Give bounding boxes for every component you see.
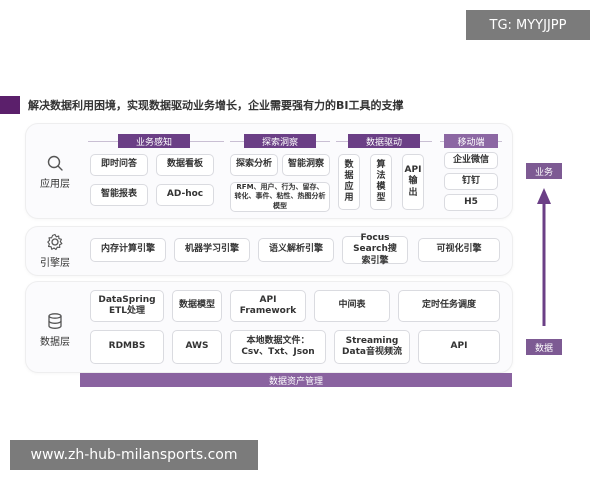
headline: 解决数据利用困境，实现数据驱动业务增长，企业需要强有力的BI工具的支撑 <box>28 99 404 112</box>
app-box-api-output: API输出 <box>402 154 424 210</box>
app-box-analysis-models: RFM、用户、行为、留存、转化、事件、粘性、热图分析模型 <box>230 182 330 212</box>
gear-icon <box>47 233 63 251</box>
data-tag: 数据 <box>526 339 562 355</box>
group-title-mobile: 移动端 <box>444 134 498 148</box>
up-arrow-icon <box>537 188 551 326</box>
data-box-rdmbs: RDMBS <box>90 330 164 364</box>
data-layer-label: 数据层 <box>26 312 84 348</box>
app-box-wechat-work: 企业微信 <box>444 152 498 169</box>
data-box-streaming: Streaming Data音视频流 <box>334 330 410 364</box>
engine-box-visualization: 可视化引擎 <box>418 238 500 262</box>
app-box-dingtalk: 钉钉 <box>444 173 498 190</box>
search-icon <box>47 155 63 171</box>
engine-box-semantic: 语义解析引擎 <box>258 238 334 262</box>
engine-box-memory: 内存计算引擎 <box>90 238 166 262</box>
business-tag: 业务 <box>526 163 562 179</box>
app-box-dashboard: 数据看板 <box>156 154 214 176</box>
group-title-data-driven: 数据驱动 <box>348 134 420 148</box>
app-box-algorithm-model: 算法模型 <box>370 154 392 210</box>
engine-layer-label: 引擎层 <box>26 233 84 269</box>
watermark-bottom: www.zh-hub-milansports.com <box>10 440 258 470</box>
data-asset-management-bar: 数据资产管理 <box>80 373 512 387</box>
data-box-api-framework: API Framework <box>230 290 306 322</box>
watermark-top: TG: MYYJJPP <box>466 10 590 40</box>
app-box-instant-qa: 即时问答 <box>90 154 148 176</box>
database-icon <box>48 313 62 329</box>
application-layer-label: 应用层 <box>26 154 84 190</box>
engine-box-focus-search: Focus Search搜索引擎 <box>342 233 408 266</box>
engine-layer: 引擎层 内存计算引擎 机器学习引擎 语义解析引擎 Focus Search搜索引… <box>26 227 512 275</box>
data-box-aws: AWS <box>172 330 222 364</box>
app-box-exploration-analysis: 探索分析 <box>230 154 278 176</box>
group-title-business-perception: 业务感知 <box>118 134 190 148</box>
data-box-data-model: 数据模型 <box>172 290 222 322</box>
data-box-api: API <box>418 330 500 364</box>
app-box-data-application: 数据应用 <box>338 154 360 210</box>
data-box-local-files: 本地数据文件：Csv、Txt、Json <box>230 330 326 364</box>
app-box-smart-insight: 智能洞察 <box>282 154 330 176</box>
app-box-h5: H5 <box>444 194 498 211</box>
engine-box-ml: 机器学习引擎 <box>174 238 250 262</box>
data-layer: 数据层 DataSpring ETL处理 数据模型 API Framework … <box>26 282 512 372</box>
data-box-intermediate-table: 中间表 <box>314 290 390 322</box>
application-layer: 应用层 业务感知 即时问答 数据看板 智能报表 AD-hoc 探索洞察 探索分析… <box>26 124 512 218</box>
engine-layer-title: 引擎层 <box>40 258 70 269</box>
data-layer-title: 数据层 <box>40 337 70 348</box>
application-layer-title: 应用层 <box>40 179 70 190</box>
data-box-dataspring-etl: DataSpring ETL处理 <box>90 290 164 322</box>
app-box-adhoc: AD-hoc <box>156 184 214 206</box>
headline-accent-bar <box>0 96 20 114</box>
group-title-exploration-insight: 探索洞察 <box>244 134 316 148</box>
app-box-smart-report: 智能报表 <box>90 184 148 206</box>
data-box-scheduled-tasks: 定时任务调度 <box>398 290 500 322</box>
